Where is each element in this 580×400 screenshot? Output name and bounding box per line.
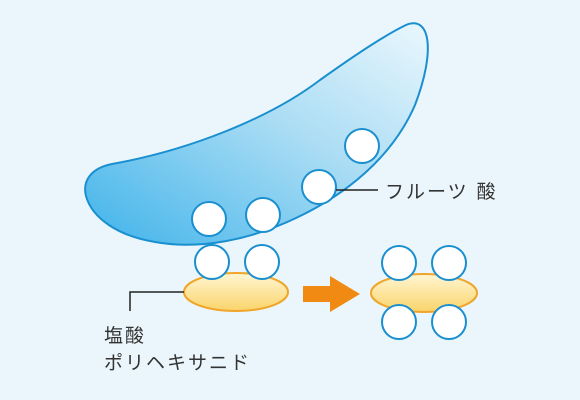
bubble	[245, 197, 281, 233]
bubble	[191, 201, 227, 237]
bubble	[194, 244, 230, 280]
label-polyhexanide: ポリヘキサニド	[104, 352, 251, 374]
bubble	[381, 245, 417, 281]
bubble	[301, 169, 337, 205]
molecule-ellipse-right	[370, 273, 478, 313]
bubble	[431, 304, 467, 340]
bubble	[344, 128, 380, 164]
label-fruit-acid: フルーツ 酸	[385, 181, 498, 203]
bubble	[381, 304, 417, 340]
leader-line-hcl	[129, 291, 184, 311]
bubble	[244, 244, 280, 280]
reaction-arrow	[303, 276, 360, 312]
label-hcl: 塩酸	[104, 325, 146, 347]
bubble	[431, 245, 467, 281]
molecule-ellipse-left	[183, 272, 289, 312]
